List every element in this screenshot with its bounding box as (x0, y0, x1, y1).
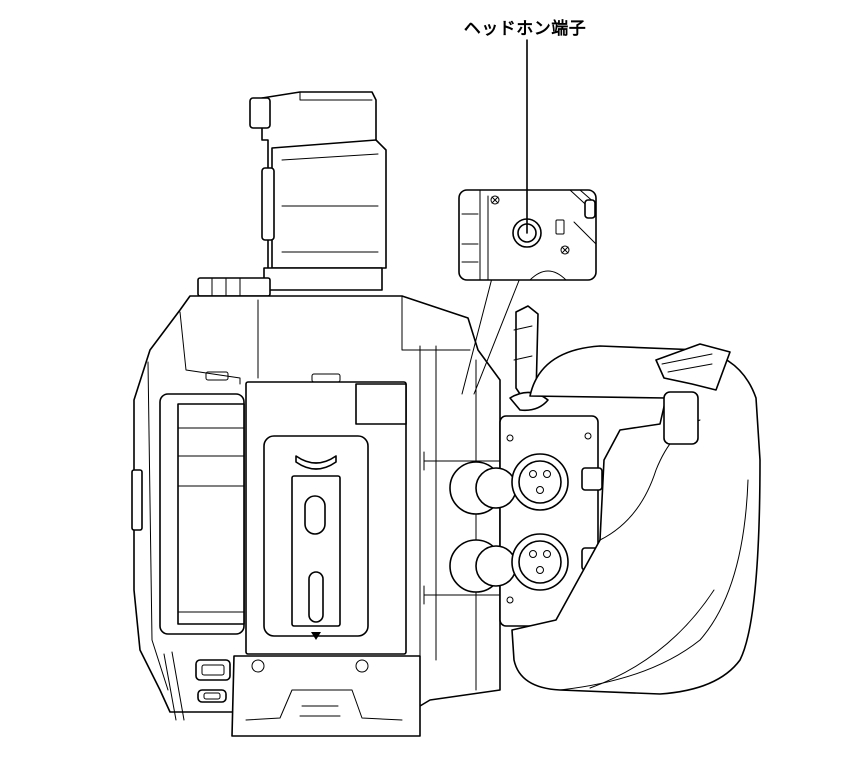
side-window (131, 393, 245, 635)
audio-panel (423, 415, 603, 627)
bottom-base (163, 651, 421, 737)
hand-grip (511, 343, 761, 695)
card-slot-cover (245, 381, 407, 655)
viewfinder (197, 91, 387, 297)
cable-clip (509, 305, 549, 412)
zoom-inset (458, 189, 597, 395)
headphone-jack-label: ヘッドホン端子 (463, 19, 587, 39)
